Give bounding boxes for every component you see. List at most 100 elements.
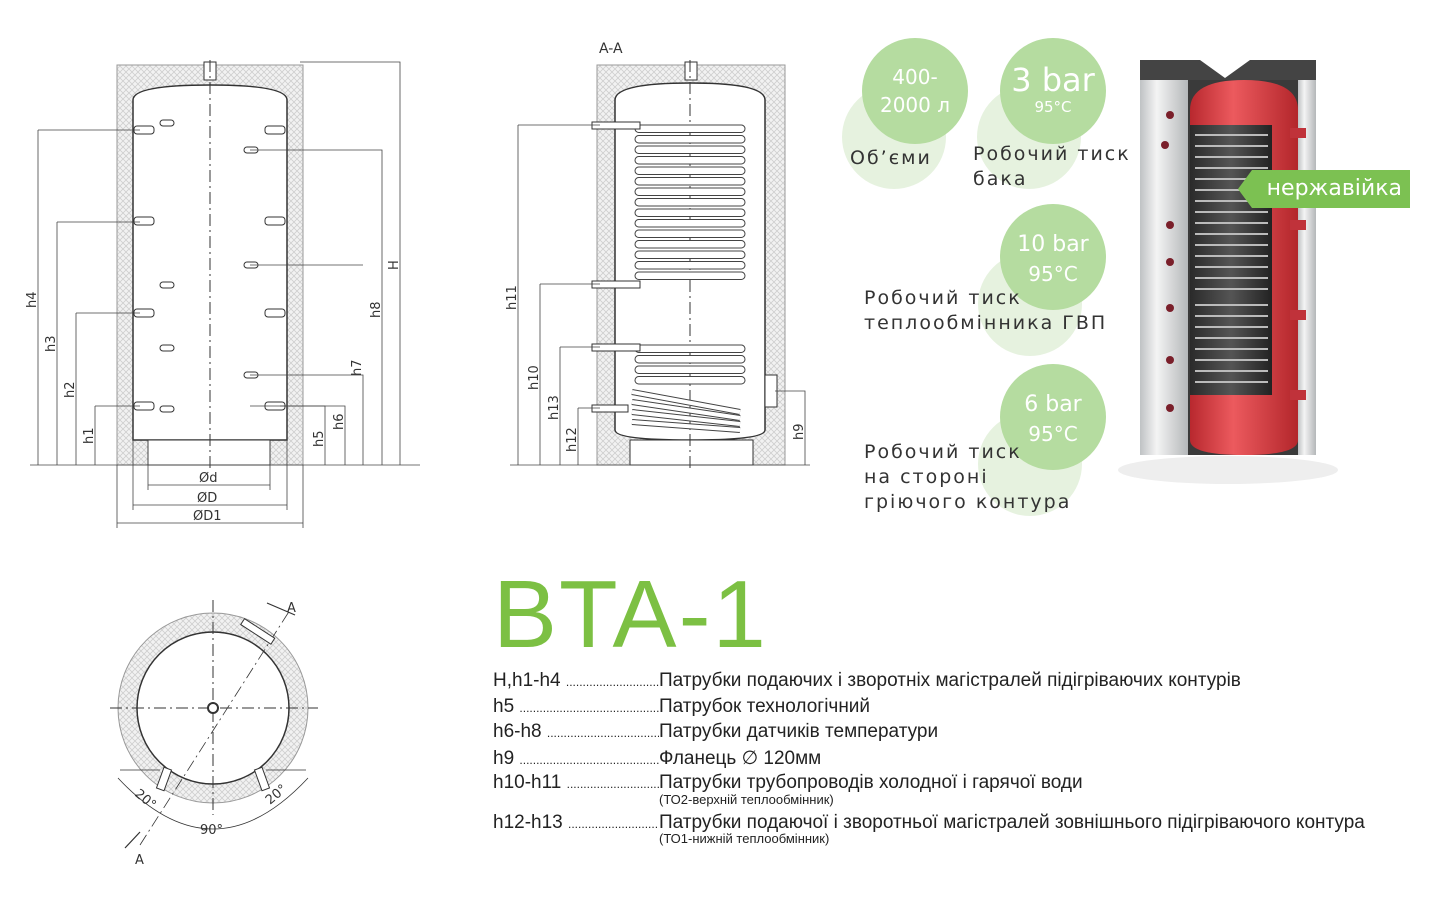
coil-turn bbox=[634, 261, 746, 270]
section-dimension-labels: A-A h11 h10 h13 h12 h9 bbox=[505, 41, 807, 452]
coil-turn bbox=[634, 229, 746, 238]
coil-turn bbox=[634, 198, 746, 207]
dim-D1: ØD1 bbox=[193, 509, 222, 524]
dim-d: Ød bbox=[199, 471, 217, 486]
dim-h5: h5 bbox=[312, 430, 327, 447]
spec-volume-value2: 2000 л bbox=[879, 93, 951, 117]
label-line: бака bbox=[973, 168, 1028, 190]
coil-turn bbox=[634, 156, 746, 165]
section-mark-top: A bbox=[287, 601, 296, 616]
dim-h12: h12 bbox=[565, 427, 580, 452]
label-line: теплообмінника ГВП bbox=[864, 312, 1108, 334]
label-line: Робочий тиск bbox=[864, 441, 1022, 463]
dim-D: ØD bbox=[197, 491, 217, 506]
spec-heating-pressure-label: Робочий тиск на стороні гріючого контура bbox=[864, 440, 1071, 515]
front-view-drawing bbox=[30, 60, 420, 528]
top-view-drawing bbox=[110, 600, 318, 849]
dim-h2: h2 bbox=[63, 381, 78, 398]
legend-note: (ТО1-нижній теплообмінник) bbox=[659, 831, 830, 846]
angle-bottom: 90° bbox=[200, 823, 223, 838]
legend-desc: Патрубок технологічний bbox=[659, 695, 871, 717]
front-dimension-labels: h4 h3 h2 h1 h5 h6 h7 h8 H Ød ØD ØD1 bbox=[25, 260, 402, 524]
spec-dhw-pressure-label: Робочий тиск теплообмінника ГВП bbox=[864, 286, 1107, 336]
dim-h1: h1 bbox=[82, 427, 97, 444]
legend-key-text: h6-h8 bbox=[493, 721, 542, 742]
legend-key-text: h9 bbox=[493, 747, 515, 769]
section-view-drawing bbox=[510, 60, 810, 470]
coil-turn bbox=[634, 177, 746, 186]
legend-key: h9 .....................................… bbox=[493, 747, 659, 769]
spec-volume-value: 400- bbox=[892, 65, 938, 89]
coil-turn bbox=[631, 390, 741, 414]
dim-h7: h7 bbox=[350, 359, 365, 376]
coil-turn bbox=[634, 355, 746, 364]
connections-legend: H,h1-h4 ................................… bbox=[493, 670, 1365, 851]
spec-tank-pressure-bubble: 3 bar 95°C bbox=[1000, 38, 1106, 144]
legend-key-text: h5 bbox=[493, 695, 515, 717]
spec-dhw-pressure-value: 10 bar bbox=[1017, 232, 1089, 257]
dim-h11: h11 bbox=[505, 285, 520, 310]
legend-key: H,h1-h4 ................................… bbox=[493, 670, 659, 691]
legend-row: h5 .....................................… bbox=[493, 696, 1365, 722]
angle-left: 20° bbox=[131, 787, 158, 813]
coil-turn bbox=[634, 145, 746, 154]
coil-turn bbox=[634, 250, 746, 259]
coil-turn bbox=[631, 400, 741, 420]
coil-turn bbox=[634, 271, 746, 280]
coil-turn bbox=[634, 219, 746, 228]
coil-turn bbox=[634, 124, 746, 133]
section-title: A-A bbox=[599, 41, 623, 57]
legend-desc: Патрубки подаючих і зворотніх магістрале… bbox=[659, 670, 1241, 691]
dim-h10: h10 bbox=[527, 365, 542, 390]
spec-heating-pressure-bubble: 6 bar 95°C bbox=[1000, 364, 1106, 470]
legend-key-text: H,h1-h4 bbox=[493, 670, 561, 691]
spec-volume-bubble: 400- 2000 л bbox=[862, 38, 968, 144]
legend-desc: Патрубки датчиків температури bbox=[659, 721, 939, 742]
legend-key: h5 .....................................… bbox=[493, 695, 659, 717]
coil-turn bbox=[634, 208, 746, 217]
label-line: Робочий тиск bbox=[864, 287, 1022, 309]
legend-desc: Фланець ∅ 120мм bbox=[659, 747, 822, 769]
dim-h9: h9 bbox=[792, 423, 807, 440]
label-line: на стороні bbox=[864, 466, 989, 488]
dim-h6: h6 bbox=[332, 413, 347, 430]
dim-h8: h8 bbox=[369, 301, 384, 318]
coil-turn bbox=[634, 376, 746, 385]
coil-turn bbox=[634, 365, 746, 374]
stainless-badge: нержавійка bbox=[1238, 170, 1410, 208]
tank-product-image bbox=[1118, 60, 1338, 484]
legend-row: H,h1-h4 ................................… bbox=[493, 670, 1365, 696]
legend-key-text: h12-h13 bbox=[493, 811, 563, 833]
spec-tank-pressure-label: Робочий тиск бака bbox=[973, 142, 1131, 192]
coil-turn bbox=[634, 344, 746, 353]
coil-turn bbox=[634, 240, 746, 249]
section-mark-bottom: A bbox=[135, 853, 144, 868]
dim-h3: h3 bbox=[44, 335, 59, 352]
coil-turn bbox=[634, 187, 746, 196]
legend-row: h9 .....................................… bbox=[493, 747, 1365, 773]
legend-key: h6-h8 ..................................… bbox=[493, 721, 659, 742]
dim-H: H bbox=[387, 260, 402, 270]
legend-desc: Патрубки трубопроводів холодної і гарячо… bbox=[659, 772, 1083, 793]
legend-key: h12-h13 ................................… bbox=[493, 811, 659, 833]
spec-dhw-temp: 95°C bbox=[1028, 262, 1078, 286]
spec-heating-pressure-value: 6 bar bbox=[1024, 392, 1082, 417]
dim-h13: h13 bbox=[547, 395, 562, 420]
legend-desc: Патрубки подаючої і зворотньої магістрал… bbox=[659, 811, 1365, 833]
label-line: гріючого контура bbox=[864, 491, 1072, 513]
coil-turn bbox=[634, 135, 746, 144]
spec-tank-pressure-value: 3 bar bbox=[1011, 61, 1095, 99]
spec-volume-label: Об’єми bbox=[850, 147, 932, 169]
legend-row: h10-h11 ................................… bbox=[493, 772, 1365, 798]
legend-note: (ТО2-верхній теплообмінник) bbox=[659, 791, 834, 807]
spec-tank-temp: 95°C bbox=[1034, 98, 1072, 116]
legend-row: h12-h13 ................................… bbox=[493, 812, 1365, 838]
spec-dhw-pressure-bubble: 10 bar 95°C bbox=[1000, 204, 1106, 310]
coil-turn bbox=[631, 420, 741, 432]
coil-turn bbox=[634, 166, 746, 175]
label-line: Робочий тиск bbox=[973, 143, 1131, 165]
dim-h4: h4 bbox=[25, 291, 40, 308]
spec-heating-temp: 95°C bbox=[1028, 422, 1078, 446]
coil-turn bbox=[631, 410, 741, 426]
model-title: BTA-1 bbox=[493, 561, 768, 668]
